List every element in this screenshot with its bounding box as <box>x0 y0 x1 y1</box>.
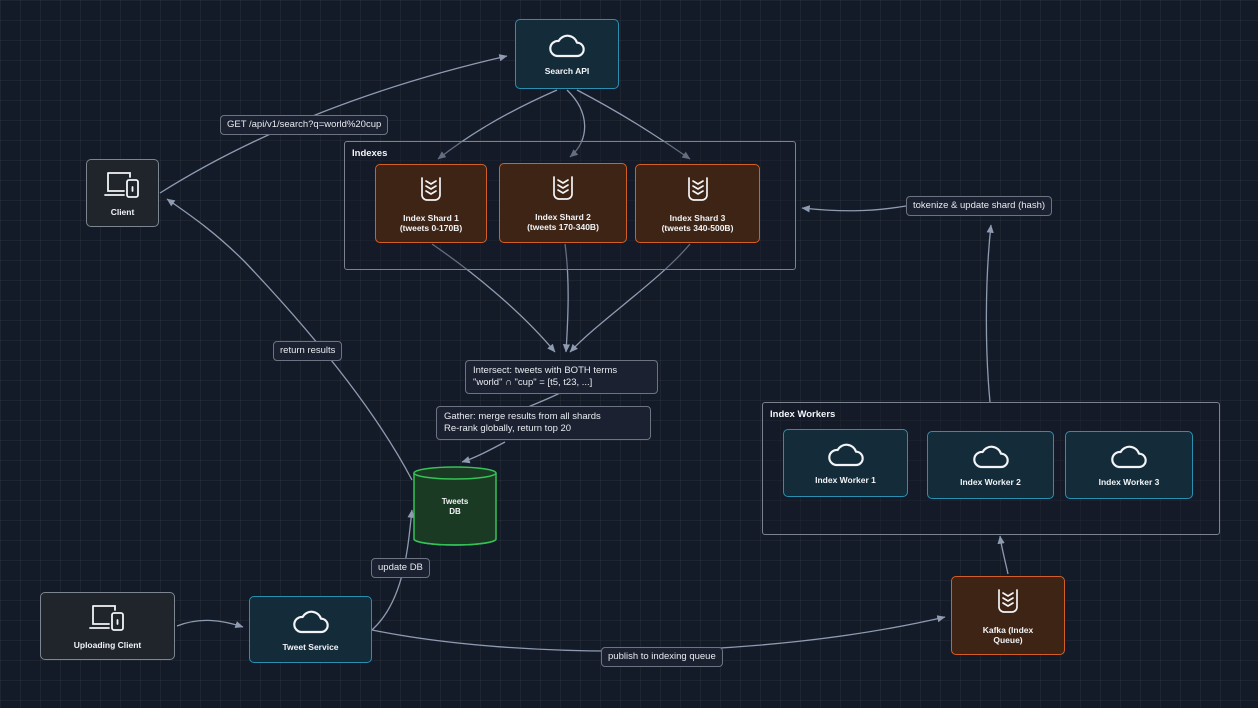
edge-label-gather: Gather: merge results from all shards Re… <box>436 406 651 440</box>
client-node[interactable]: Client <box>86 159 159 227</box>
cloud-icon <box>827 443 864 467</box>
index-shard-1-label: Index Shard 1 (tweets 0-170B) <box>399 212 463 233</box>
index-workers-group-title: Index Workers <box>770 409 836 420</box>
index-worker-2-node[interactable]: Index Worker 2 <box>927 431 1054 499</box>
edge-label-publish: publish to indexing queue <box>601 647 723 667</box>
uploading-client-label: Uploading Client <box>73 640 142 650</box>
tweet-service-label: Tweet Service <box>282 641 339 652</box>
tweets-db-node[interactable]: Tweets DB <box>412 465 498 547</box>
index-shard-1-node[interactable]: Index Shard 1 (tweets 0-170B) <box>375 164 487 243</box>
index-shard-2-label: Index Shard 2 (tweets 170-340B) <box>527 212 599 232</box>
devices-icon <box>103 172 139 198</box>
database-icon <box>413 466 497 546</box>
kafka-label: Kafka (Index Queue) <box>982 624 1034 645</box>
edge-label-intersect: Intersect: tweets with BOTH terms "world… <box>465 360 658 394</box>
edge-label-gather-line1: Gather: merge results from all shards <box>444 411 601 422</box>
tweets-db-label-line2: DB <box>449 507 461 516</box>
edge-label-tokenize-text: tokenize & update shard (hash) <box>913 200 1046 211</box>
stack-icon <box>421 176 441 201</box>
index-worker-2-label: Index Worker 2 <box>960 477 1021 487</box>
edge-uploading-to-tweet-service <box>176 619 244 629</box>
edge-label-gather-line2: Re-rank globally, return top 20 <box>444 423 572 434</box>
edge-workers-to-tokenize <box>985 224 994 403</box>
tweet-service-node[interactable]: Tweet Service <box>249 596 372 663</box>
index-shard-3-node[interactable]: Index Shard 3 (tweets 340-500B) <box>635 164 760 243</box>
edge-label-update-db-text: update DB <box>378 562 423 573</box>
edge-label-update-db: update DB <box>371 558 430 578</box>
edge-search-api-to-shard2 <box>566 89 586 158</box>
index-worker-1-label: Index Worker 1 <box>815 475 876 485</box>
edge-intersect-to-gather <box>527 392 561 408</box>
edge-label-tokenize: tokenize & update shard (hash) <box>906 196 1053 216</box>
edge-label-get-search: GET /api/v1/search?q=world%20cup <box>220 115 389 135</box>
edge-shard1-to-intersect <box>431 243 556 353</box>
stack-icon <box>687 176 708 201</box>
stack-icon <box>998 588 1018 613</box>
indexes-group-title: Indexes <box>352 148 388 159</box>
stack-icon <box>553 176 573 200</box>
devices-icon <box>88 605 124 631</box>
search-api-node[interactable]: Search API <box>515 19 619 89</box>
edge-label-get-search-text: GET /api/v1/search?q=world%20cup <box>227 119 382 130</box>
edge-label-return-results: return results <box>273 341 343 361</box>
edge-label-publish-text: publish to indexing queue <box>608 651 716 662</box>
kafka-node[interactable]: Kafka (Index Queue) <box>951 576 1065 655</box>
index-worker-3-label: Index Worker 3 <box>1098 477 1160 487</box>
search-api-label: Search API <box>544 66 590 76</box>
edge-shard2-to-intersect <box>562 243 571 353</box>
edge-client-to-search-api <box>159 54 508 194</box>
edge-label-intersect-line2: "world" ∩ "cup" = [t5, t23, ...] <box>473 377 593 388</box>
client-label: Client <box>110 207 135 217</box>
cloud-icon <box>1111 445 1147 469</box>
cloud-icon <box>292 610 329 633</box>
edge-gather-to-db <box>461 441 506 464</box>
edge-tokenize-to-indexes <box>801 205 907 213</box>
index-worker-1-node[interactable]: Index Worker 1 <box>783 429 908 497</box>
edge-shard3-to-intersect <box>569 243 691 353</box>
cloud-icon <box>972 445 1009 469</box>
edge-label-return-results-text: return results <box>280 345 336 356</box>
index-worker-3-node[interactable]: Index Worker 3 <box>1065 431 1193 499</box>
tweets-db-label: Tweets DB <box>412 497 498 517</box>
edge-search-api-to-shard3 <box>576 89 691 160</box>
uploading-client-node[interactable]: Uploading Client <box>40 592 175 660</box>
index-shard-2-node[interactable]: Index Shard 2 (tweets 170-340B) <box>499 163 627 243</box>
tweets-db-label-line1: Tweets <box>441 497 469 506</box>
edge-label-intersect-line1: Intersect: tweets with BOTH terms <box>473 365 618 376</box>
edge-search-api-to-shard1 <box>437 89 558 160</box>
edge-tweet-service-to-kafka <box>371 615 946 652</box>
edge-kafka-to-workers <box>997 535 1009 575</box>
cloud-icon <box>549 34 585 58</box>
index-shard-3-label: Index Shard 3 (tweets 340-500B) <box>661 212 734 233</box>
edge-db-to-client <box>166 198 413 481</box>
